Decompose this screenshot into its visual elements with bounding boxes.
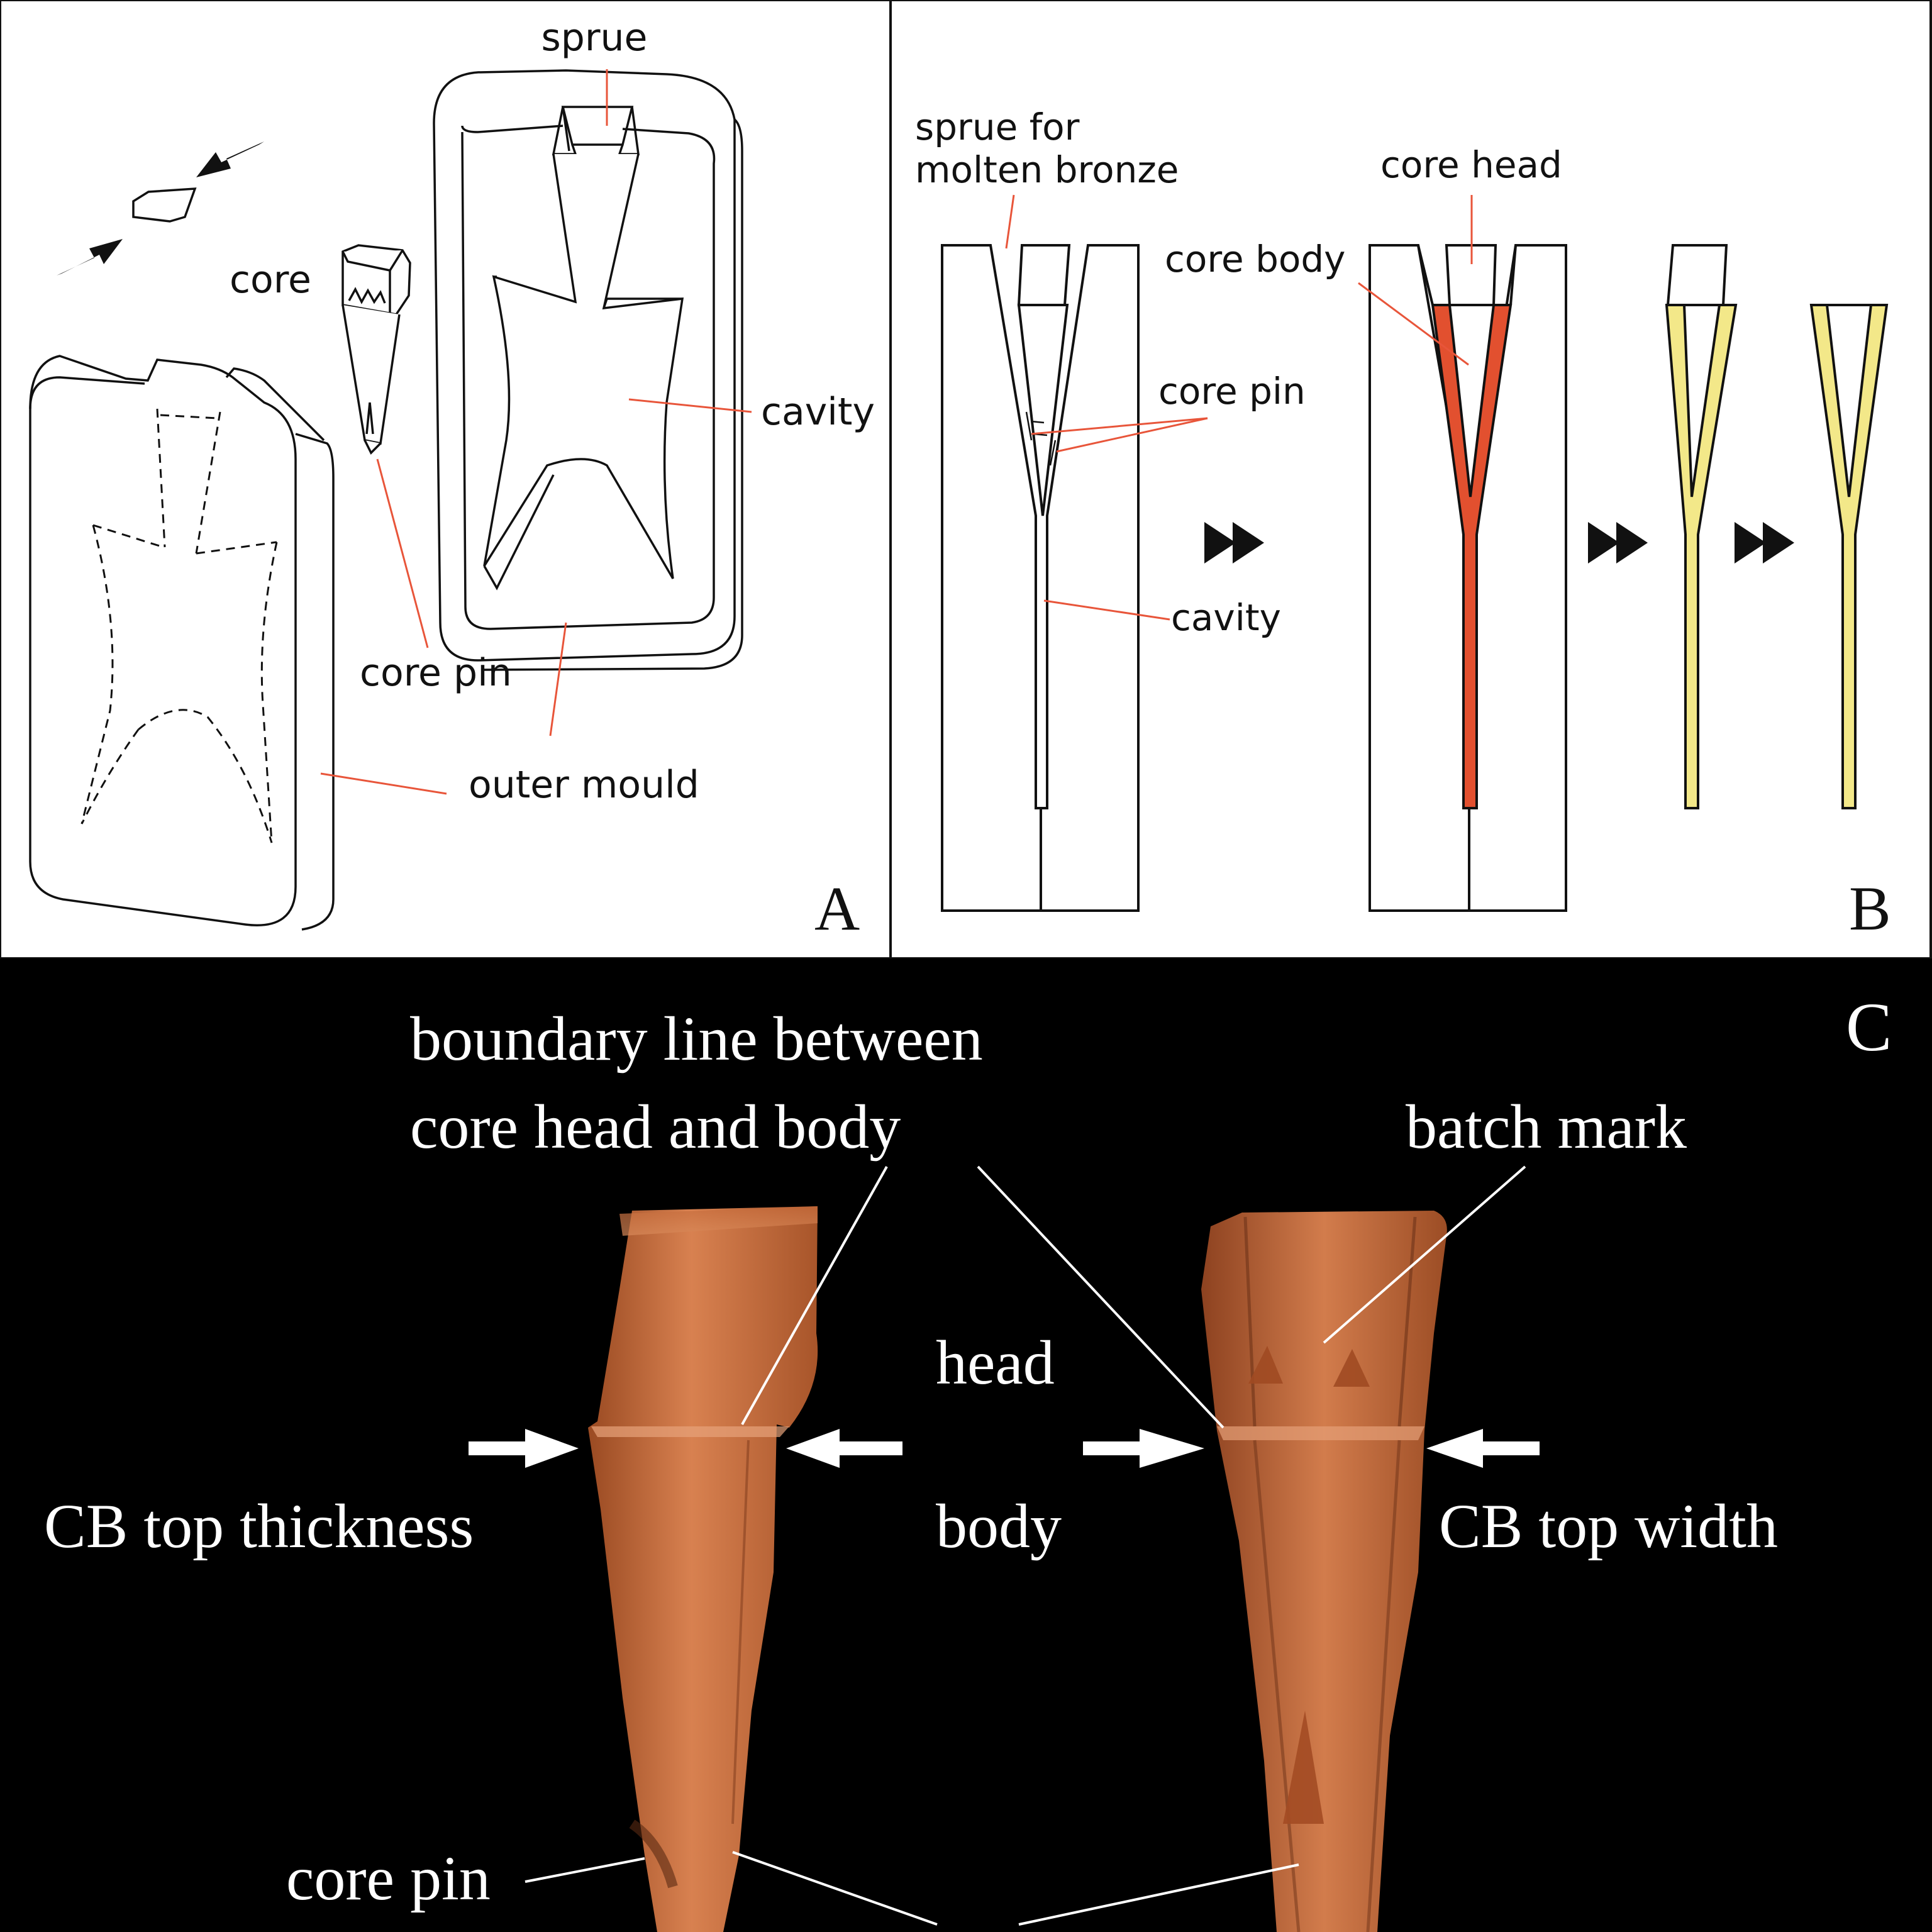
arrow-left-icon — [786, 1429, 902, 1468]
panel-a-leaders — [320, 69, 752, 795]
left-outer-mould — [29, 355, 335, 931]
label-outer-mould: outer mould — [469, 763, 699, 807]
casting-stage-3 — [1665, 244, 1738, 809]
label-cb-top-width: CB top width — [1439, 1491, 1778, 1561]
label-core-pin-photo: core pin — [286, 1843, 491, 1913]
panel-c: boundary line between core head and body… — [0, 958, 1932, 1932]
label-core: core — [230, 258, 311, 302]
panel-a-letter: A — [814, 874, 860, 943]
mould-stage-1 — [941, 244, 1140, 912]
label-core-body: core body — [1165, 238, 1346, 280]
casting-stage-4 — [1809, 304, 1889, 809]
label-sprue: sprue — [541, 16, 648, 60]
label-body: body — [936, 1491, 1062, 1561]
label-batch-mark: batch mark — [1406, 1092, 1687, 1162]
process-arrows — [1204, 522, 1794, 564]
arrow-right-icon — [469, 1429, 579, 1468]
play-icon — [1588, 522, 1619, 564]
core-head-piece — [57, 142, 264, 275]
panel-b-letter: B — [1849, 874, 1891, 943]
arrow-left-icon — [1426, 1429, 1540, 1468]
right-outer-mould — [433, 69, 743, 671]
play-icon — [1233, 522, 1264, 564]
panel-a: sprue core cavity core pin outer mould A — [0, 0, 892, 960]
arrow-in-right-icon — [196, 142, 264, 177]
label-head: head — [936, 1328, 1055, 1397]
label-boundary-line1: boundary line between — [410, 1004, 983, 1074]
play-icon — [1616, 522, 1648, 564]
label-core-pin: core pin — [1158, 370, 1306, 413]
label-sprue-line1: sprue for — [915, 106, 1080, 148]
core-piece — [341, 244, 411, 455]
play-icon — [1735, 522, 1766, 564]
core-photo-front-view — [1201, 1211, 1447, 1932]
label-sprue-line2: molten bronze — [915, 148, 1179, 191]
panel-c-letter: C — [1846, 989, 1892, 1065]
play-icon — [1204, 522, 1236, 564]
label-core-head: core head — [1380, 143, 1562, 186]
panel-c-leaders — [525, 1165, 1526, 1926]
arrow-in-left-icon — [57, 239, 123, 275]
play-icon — [1763, 522, 1794, 564]
label-cavity: cavity — [761, 390, 875, 434]
photo-background — [0, 958, 1932, 1932]
label-cb-top-thickness: CB top thickness — [44, 1491, 474, 1561]
measurement-arrows — [469, 1429, 1540, 1468]
label-cavity: cavity — [1171, 596, 1281, 639]
core-photo-side-view — [588, 1206, 818, 1932]
mould-stage-2 — [1368, 244, 1567, 912]
arrow-right-icon — [1083, 1429, 1204, 1468]
label-core-pin: core pin — [360, 651, 512, 695]
panel-b: sprue for molten bronze core head core b… — [889, 0, 1932, 960]
label-boundary-line2: core head and body — [410, 1092, 901, 1162]
panel-b-leaders — [1005, 194, 1473, 621]
